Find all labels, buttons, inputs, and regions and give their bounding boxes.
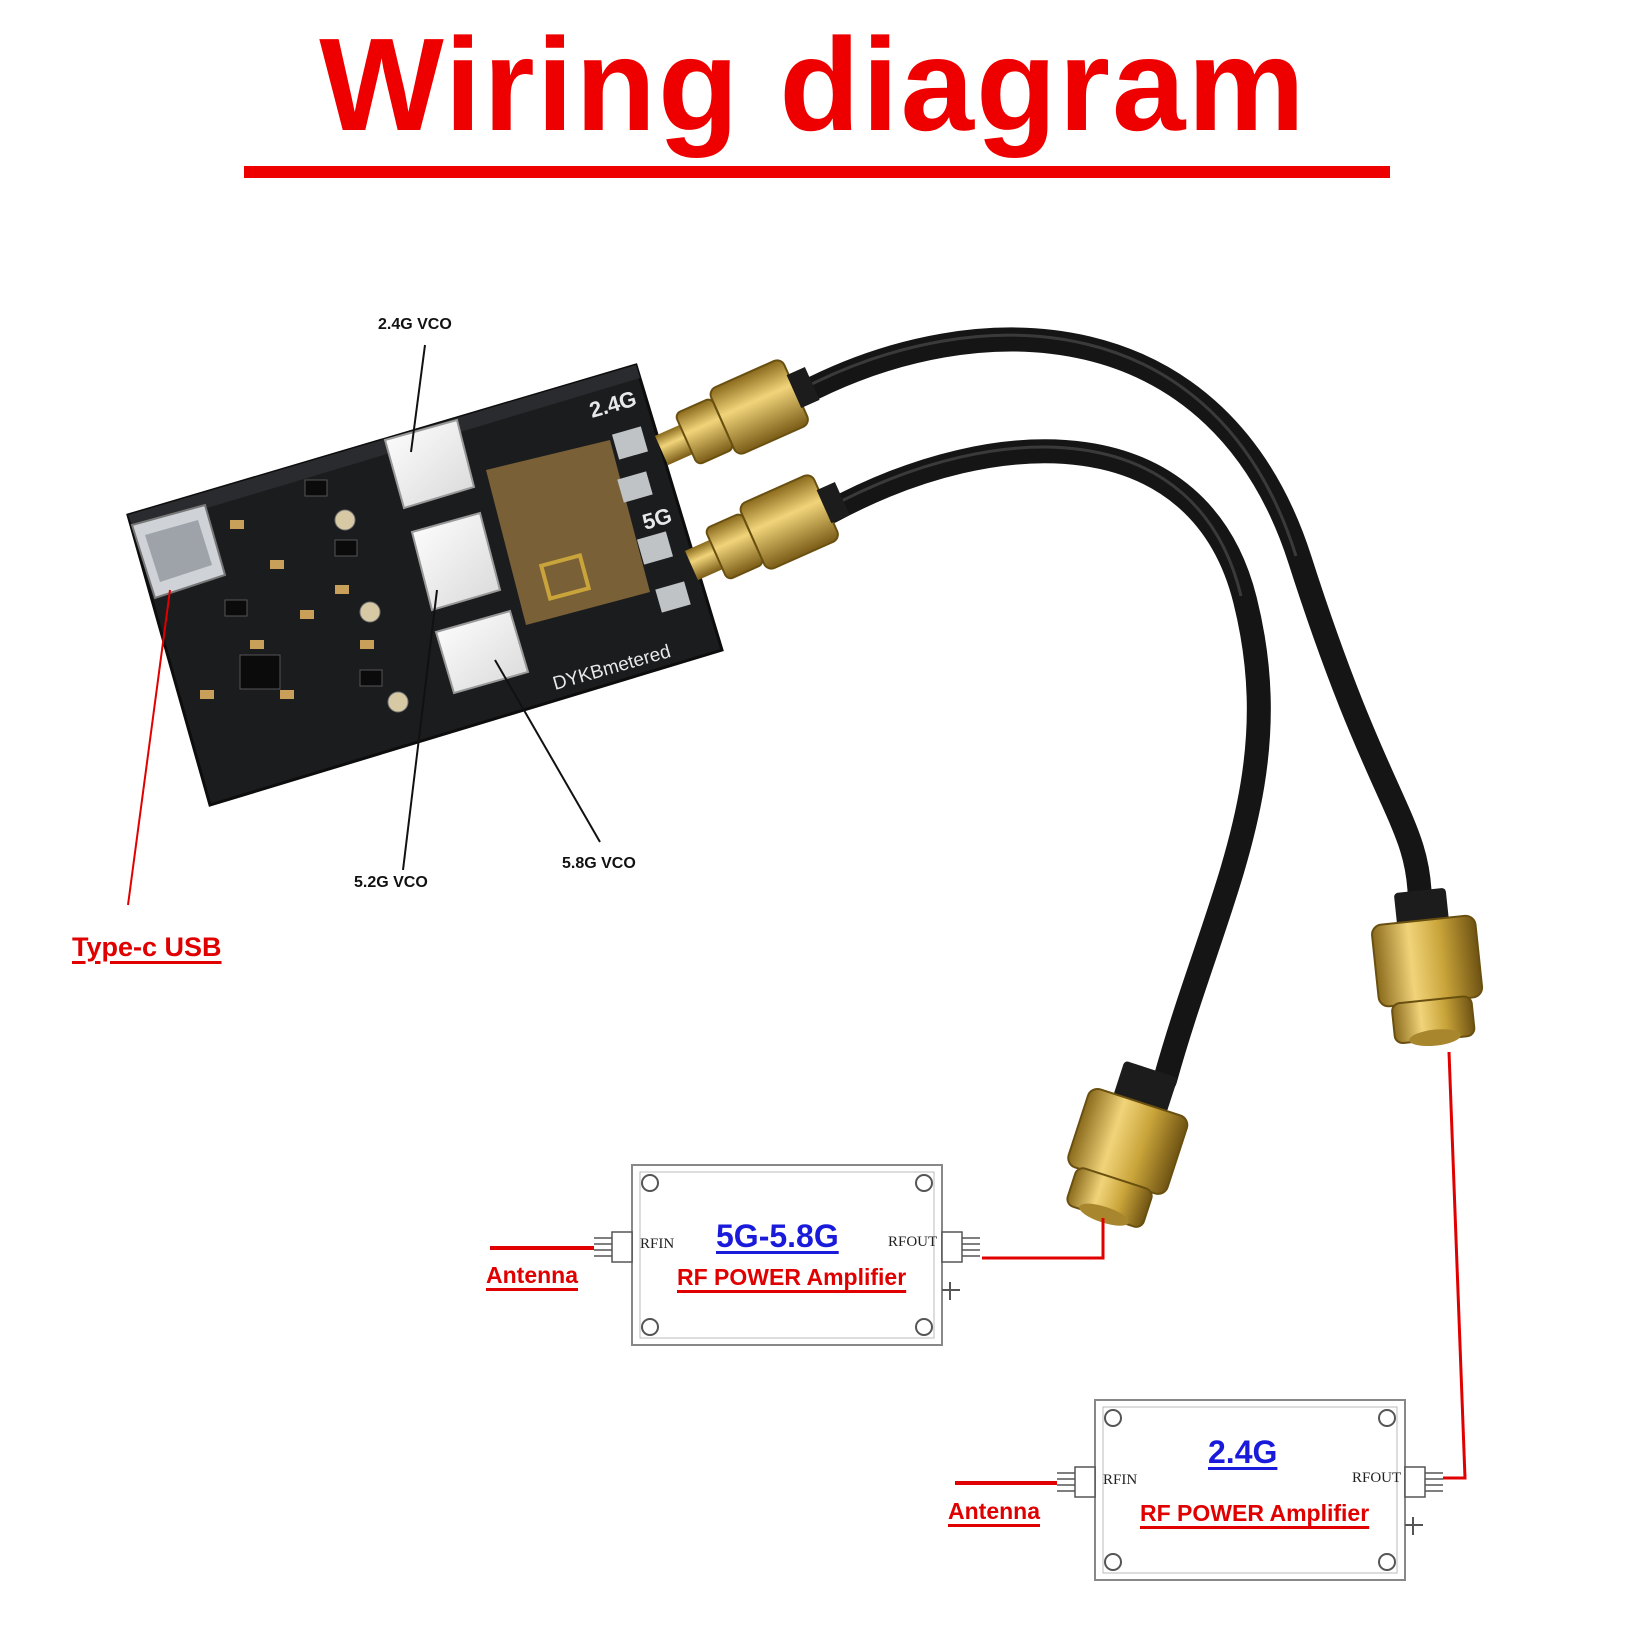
label-vco-2-4g: 2.4G VCO bbox=[378, 316, 452, 333]
rfin-connector-amp1 bbox=[594, 1231, 633, 1263]
vco-shield-5-8g bbox=[434, 609, 530, 695]
label-vco-5-8g: 5.8G VCO bbox=[562, 855, 636, 872]
amp2-subtitle: RF POWER Amplifier bbox=[1140, 1500, 1370, 1526]
vco-board bbox=[126, 363, 724, 807]
amplifier-5g-5-8g bbox=[594, 1164, 980, 1346]
usb-c-connector bbox=[130, 503, 227, 600]
amp1-subtitle: RF POWER Amplifier bbox=[677, 1264, 907, 1290]
leader-vco-5-8g bbox=[494, 659, 601, 843]
cable-highlight bbox=[799, 333, 1298, 557]
label-vco-5-2g: 5.2G VCO bbox=[354, 874, 428, 891]
cable-2-4g bbox=[788, 327, 1432, 917]
rfin-connector-amp2 bbox=[1057, 1466, 1096, 1498]
cable-5g bbox=[818, 439, 1271, 1092]
leader-usb bbox=[127, 589, 171, 906]
label-usb: Type-c USB bbox=[72, 932, 222, 962]
sma-connector-cable-end-5g bbox=[1066, 1061, 1189, 1228]
sma-connector-board-2-4g bbox=[654, 359, 820, 466]
amp1-band-title: 5G-5.8G bbox=[716, 1218, 839, 1254]
vco-shield-5-2g bbox=[410, 511, 502, 612]
sma-connector-board-5g bbox=[684, 474, 850, 581]
amp2-band-title: 2.4G bbox=[1208, 1434, 1278, 1470]
amp1-rfin-label: RFIN bbox=[640, 1236, 675, 1252]
leader-vco-5-2g bbox=[402, 589, 438, 871]
cable-highlight-2 bbox=[829, 445, 1243, 597]
amplifier-2-4g bbox=[1057, 1399, 1443, 1581]
amp1-antenna-label: Antenna bbox=[486, 1262, 578, 1288]
amp2-antenna-label: Antenna bbox=[948, 1498, 1040, 1524]
wire-rfout-amp1-to-cable bbox=[982, 1218, 1105, 1260]
vco-shield-2-4g bbox=[383, 418, 476, 510]
rfout-connector-amp1 bbox=[941, 1231, 980, 1263]
wire-rfout-amp2-to-cable bbox=[1443, 1051, 1467, 1480]
rfout-connector-amp2 bbox=[1404, 1466, 1443, 1498]
amp2-rfin-label: RFIN bbox=[1103, 1472, 1138, 1488]
title-underline bbox=[244, 166, 1390, 178]
amp1-rfout-label: RFOUT bbox=[888, 1234, 938, 1250]
leader-vco-2-4g bbox=[410, 344, 426, 453]
page-title: Wiring diagram bbox=[319, 11, 1307, 158]
sma-connector-cable-end-2-4g bbox=[1371, 888, 1484, 1047]
amp2-rfout-label: RFOUT bbox=[1352, 1470, 1402, 1486]
